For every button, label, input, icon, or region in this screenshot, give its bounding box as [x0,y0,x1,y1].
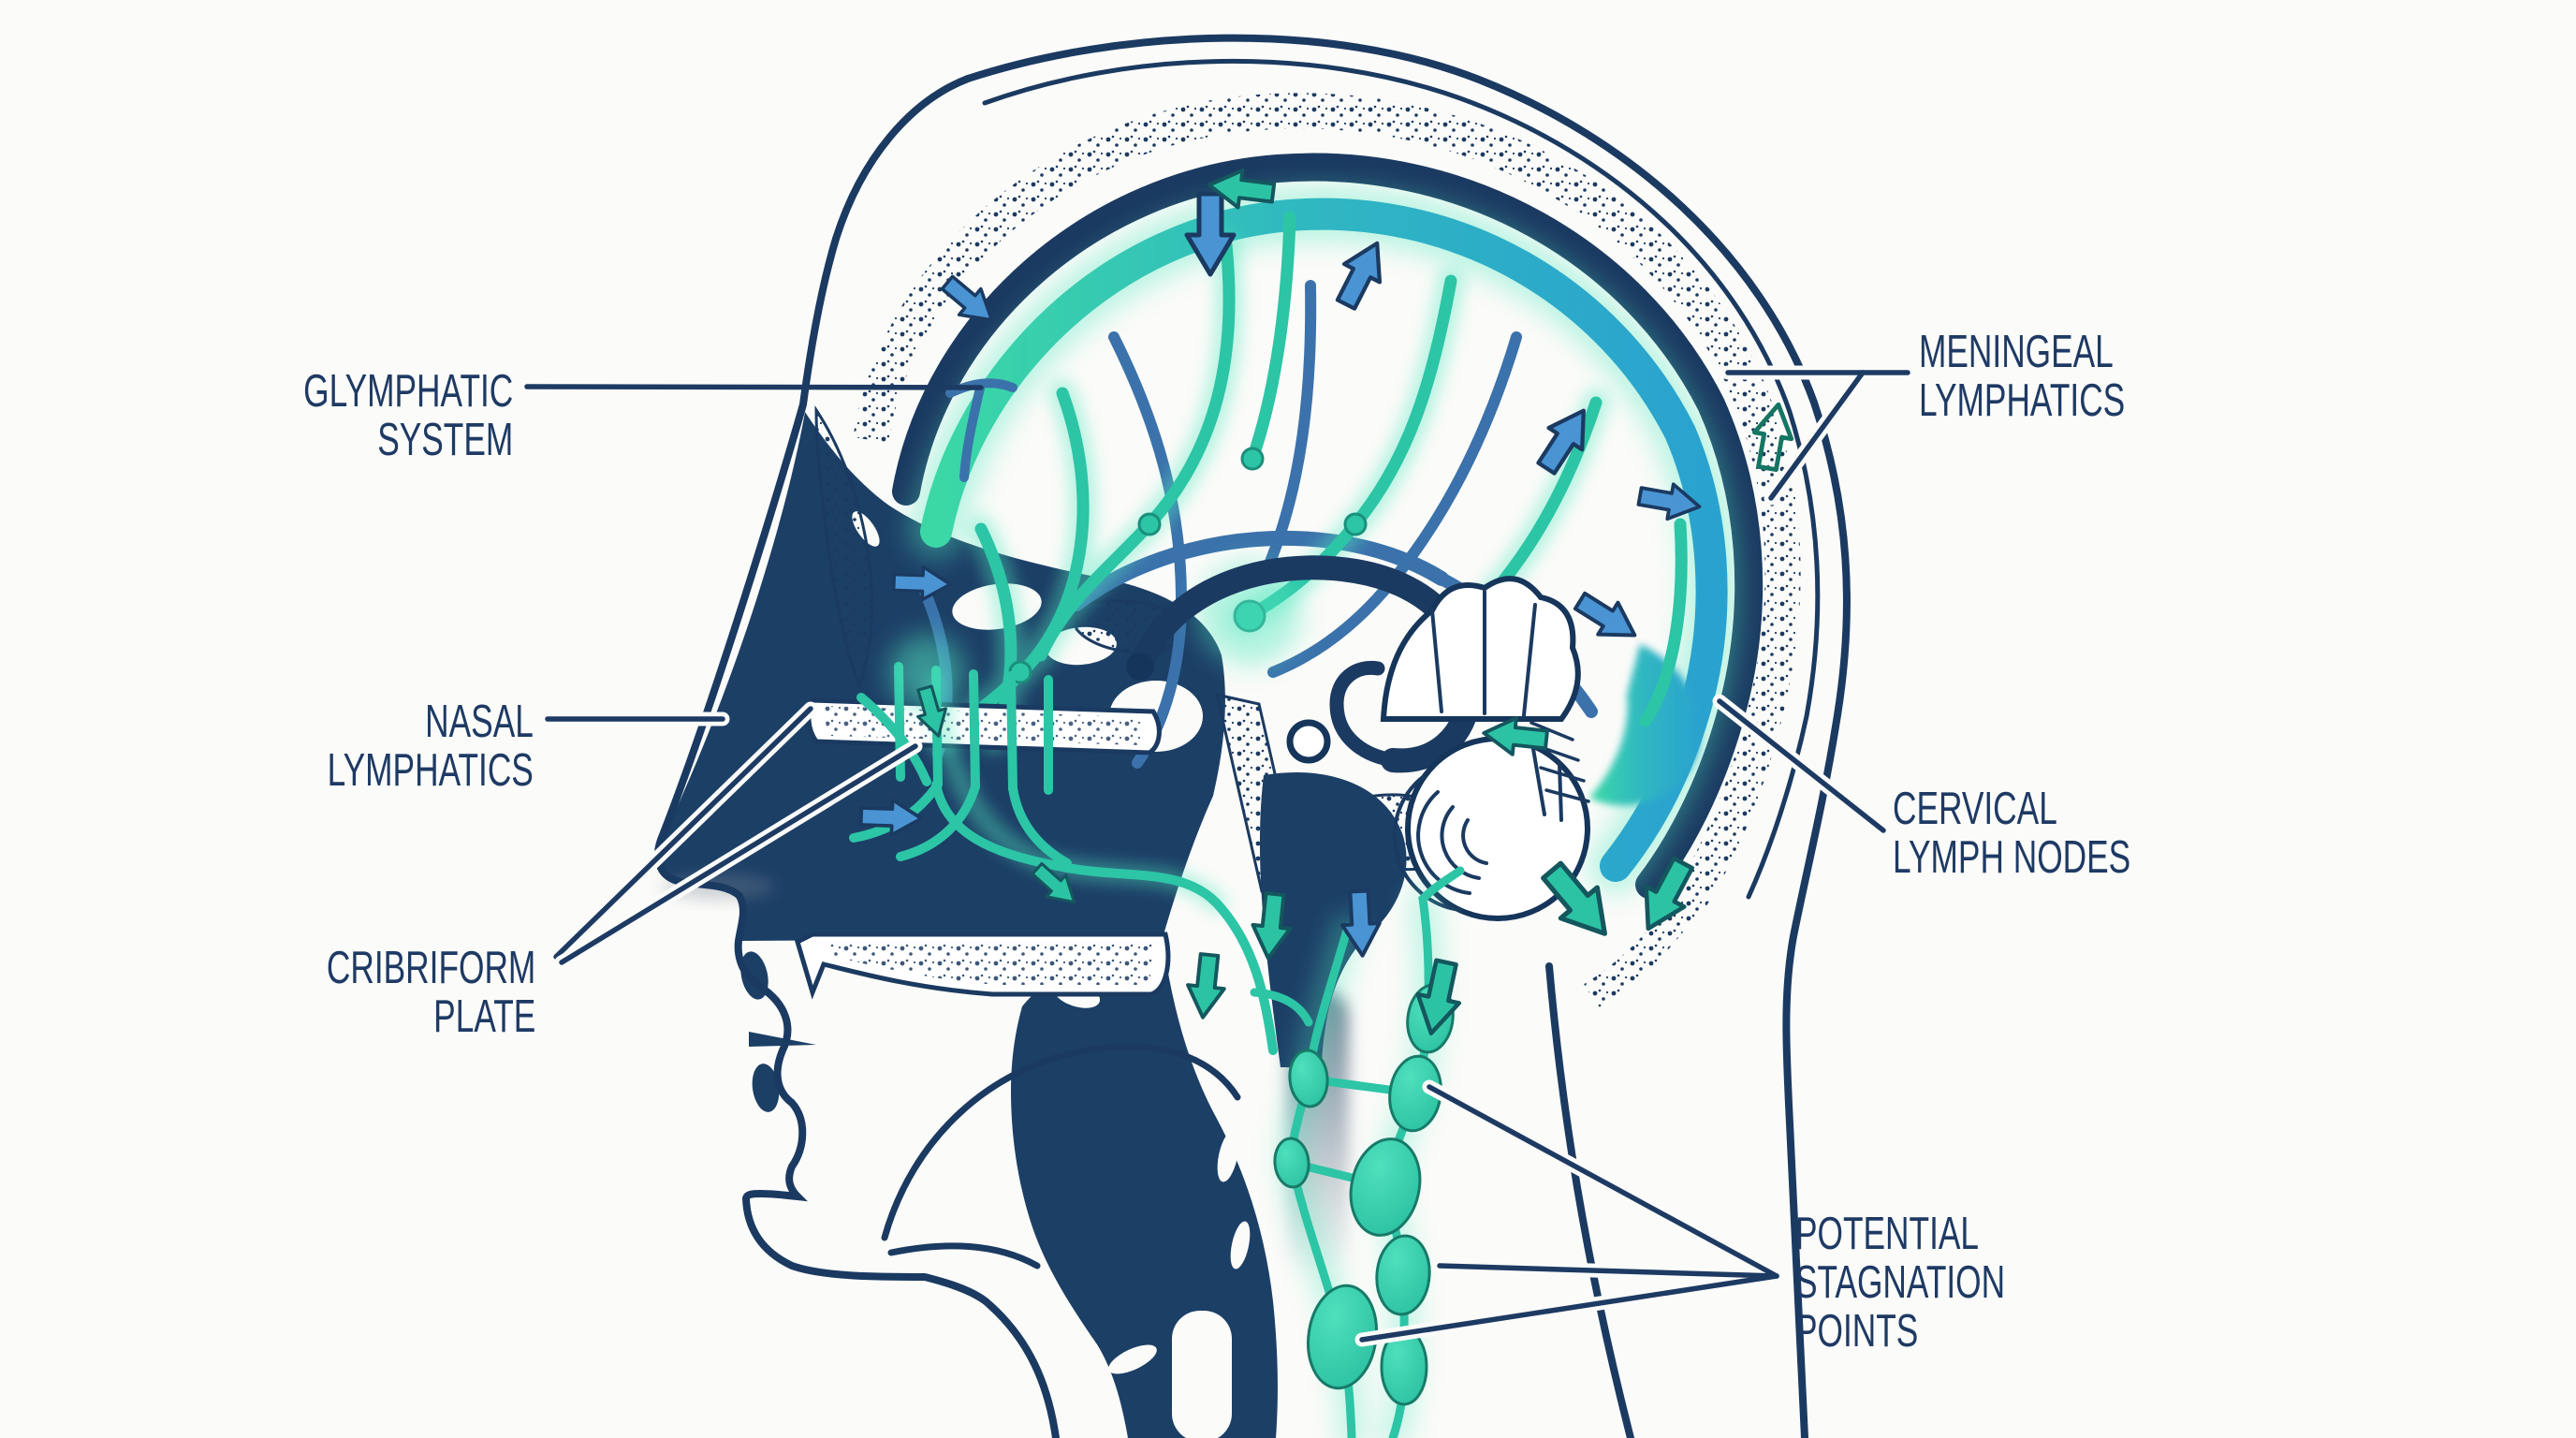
label-cervical-lymph-nodes: CERVICAL LYMPH NODES [1893,785,2130,882]
cervical-leader [1717,698,1886,833]
label-potential-stagnation-points: POTENTIAL STAGNATION POINTS [1795,1210,2005,1356]
stagnation-leader-1 [1427,1084,1779,1279]
leader-lines [524,365,1915,1347]
label-line: POINTS [1795,1306,1919,1357]
cribriform-leader-2 [559,743,918,965]
label-line: NASAL [425,697,534,747]
cribriform-leader-1 [553,706,813,960]
label-line: MENINGEAL [1919,327,2114,377]
corpus-callosum [1126,555,1483,773]
inner-scalp-line [982,58,1821,900]
head-profile-outline [654,34,1851,1438]
label-glymphatic-system: GLYMPHATIC SYSTEM [303,367,513,464]
brainstem [1259,771,1407,1067]
nape-line [1545,962,1634,1438]
pharynx-neck-column [1011,938,1278,1438]
throat-drain-arrow-icon [1182,951,1230,1021]
cribriform-plate-bone [806,697,1162,756]
label-line: STAGNATION [1795,1257,2006,1308]
cortical-veins [916,280,1598,769]
glymphatic-leader [524,384,984,390]
label-meningeal-lymphatics: MENINGEAL LYMPHATICS [1919,328,2125,425]
label-line: SYSTEM [376,415,513,465]
stagnation-leader-2 [1437,1263,1779,1279]
label-line: GLYMPHATIC [302,366,513,417]
skull-diploe-stippled-band [853,93,1801,917]
occipital-flow-lower-arrow-icon [1570,585,1645,651]
label-line: PLATE [432,991,535,1042]
stagnation-leader-3 [1359,1273,1779,1343]
label-line: LYMPH NODES [1893,832,2131,883]
meningeal-leader-2 [1768,370,1866,501]
tongue [881,1043,1241,1269]
hard-palate [795,932,1171,1000]
label-line: POTENTIAL [1795,1209,1980,1259]
label-cribriform-plate: CRIBRIFORM PLATE [327,944,535,1041]
label-line: LYMPHATICS [1919,375,2126,426]
label-line: CERVICAL [1893,784,2057,834]
third-ventricle-ring [1286,719,1331,764]
olfactory-glow [889,635,964,710]
label-nasal-lymphatics: NASAL LYMPHATICS [328,697,534,795]
airway-gap [1172,1311,1232,1438]
nasal-lymphatic-tree [849,635,1278,1055]
diploe-band-base-extension [1584,898,1697,1008]
label-line: CRIBRIFORM [326,943,535,993]
label-line: LYMPHATICS [327,745,534,796]
